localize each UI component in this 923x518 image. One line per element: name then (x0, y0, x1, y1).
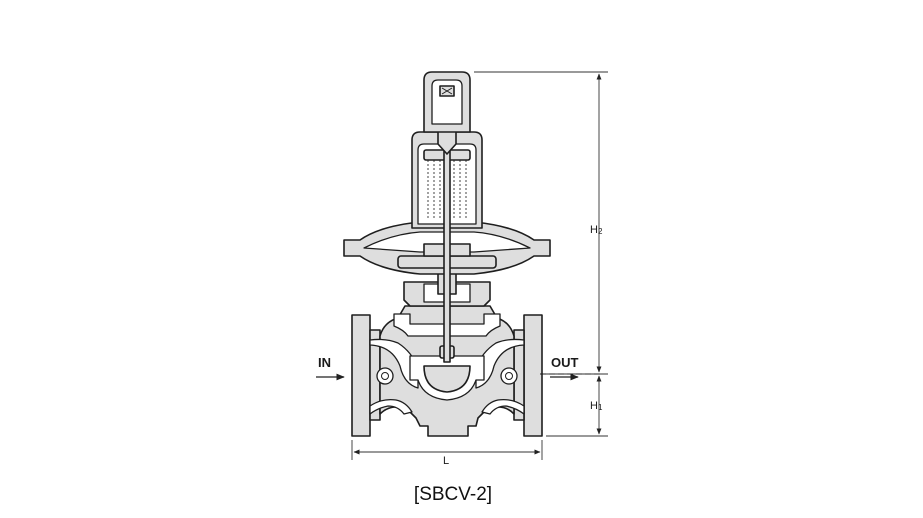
dim-h1-label: H1 (590, 400, 603, 412)
dim-h1-main: H (590, 400, 598, 412)
bonnet-cap (423, 71, 471, 133)
spring-bonnet (411, 111, 483, 363)
model-caption: [SBCV-2] (414, 484, 492, 505)
inlet-label: IN (318, 355, 331, 370)
outlet-label: OUT (551, 355, 579, 370)
dim-h2-main: H (590, 224, 598, 236)
dimension-lines (351, 71, 608, 460)
dim-h1-sub: 1 (598, 403, 603, 412)
dim-h2-sub: 2 (598, 227, 603, 236)
valve-body (351, 305, 543, 437)
dim-h2-label: H2 (590, 224, 603, 236)
dim-l-label: L (443, 455, 449, 467)
